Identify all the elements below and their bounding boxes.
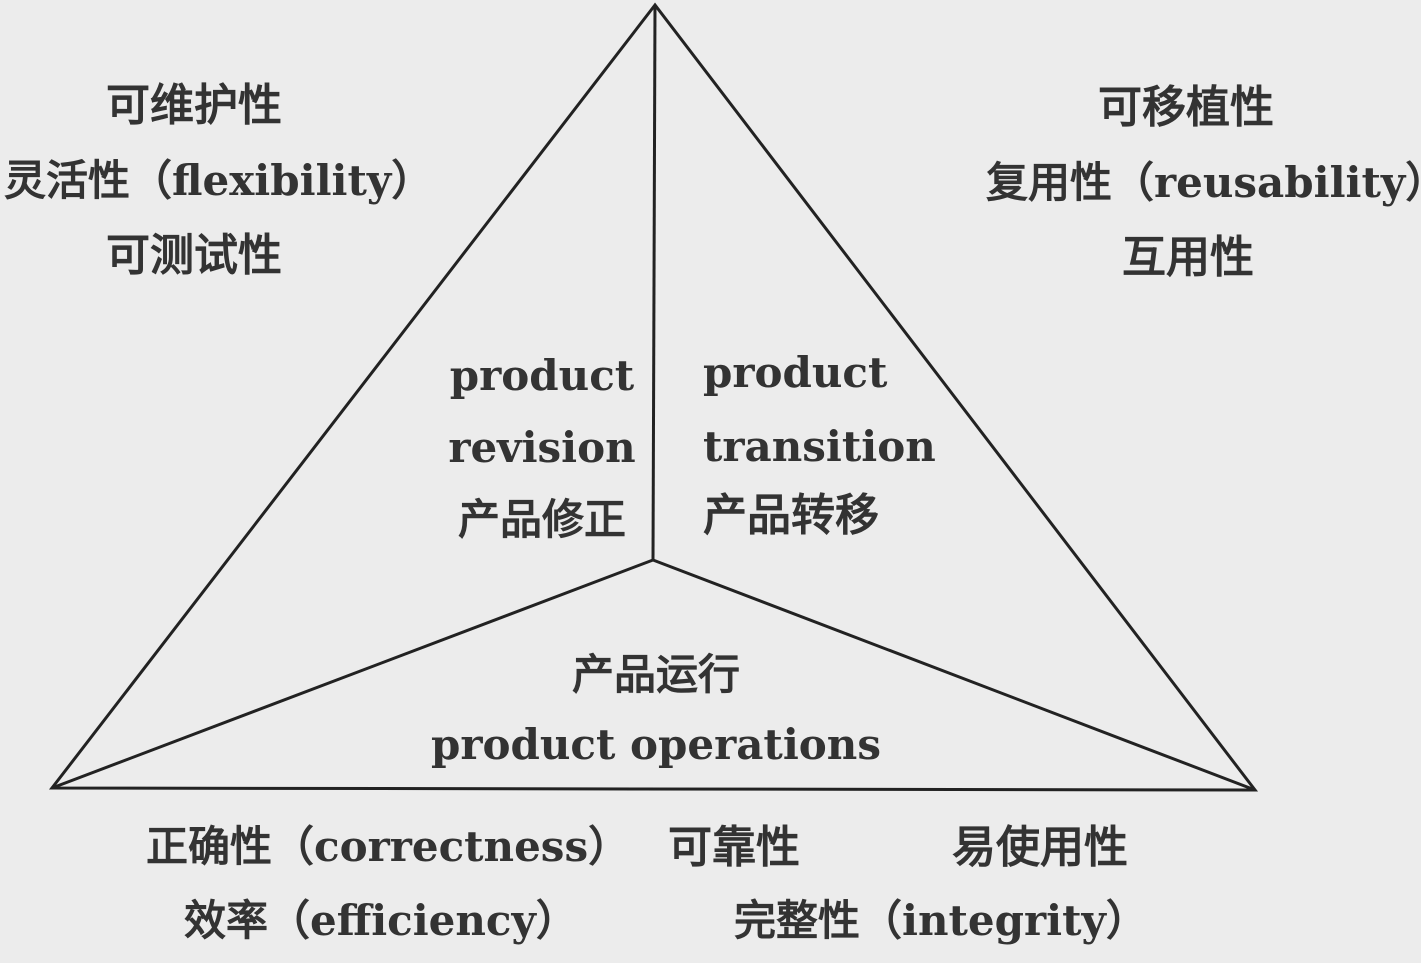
transition-line-3: 产品转移: [703, 490, 879, 541]
efficiency-label: 效率（efficiency）: [184, 896, 578, 945]
reusability-label: 复用性（reusability）: [986, 158, 1421, 207]
transition-line-2: transition: [703, 422, 936, 471]
portability-label: 可移植性: [1098, 82, 1274, 133]
product-operations-block: 产品运行 product operations: [430, 640, 882, 780]
divider-left: [51, 558, 654, 790]
correctness-label: 正确性（correctness）: [146, 822, 631, 871]
revision-line-2: revision: [448, 423, 636, 472]
usability-label: 易使用性: [952, 822, 1128, 873]
divider-vertical: [651, 4, 657, 561]
interoperability-label: 互用性: [1122, 232, 1254, 283]
testability-label: 可测试性: [106, 230, 282, 281]
revision-line-1: product: [449, 351, 635, 400]
integrity-label: 完整性（integrity）: [734, 896, 1148, 945]
maintainability-label: 可维护性: [106, 80, 282, 131]
product-revision-block: product revision 产品修正: [440, 340, 644, 556]
flexibility-label: 灵活性（flexibility）: [4, 156, 434, 205]
reliability-label: 可靠性: [668, 822, 800, 873]
operations-line-1: 产品运行: [571, 650, 740, 699]
transition-line-1: product: [703, 348, 888, 397]
operations-line-2: product operations: [430, 720, 881, 769]
revision-line-3: 产品修正: [457, 495, 626, 544]
outer-triangle: [48, 2, 1259, 792]
divider-right: [652, 558, 1256, 792]
